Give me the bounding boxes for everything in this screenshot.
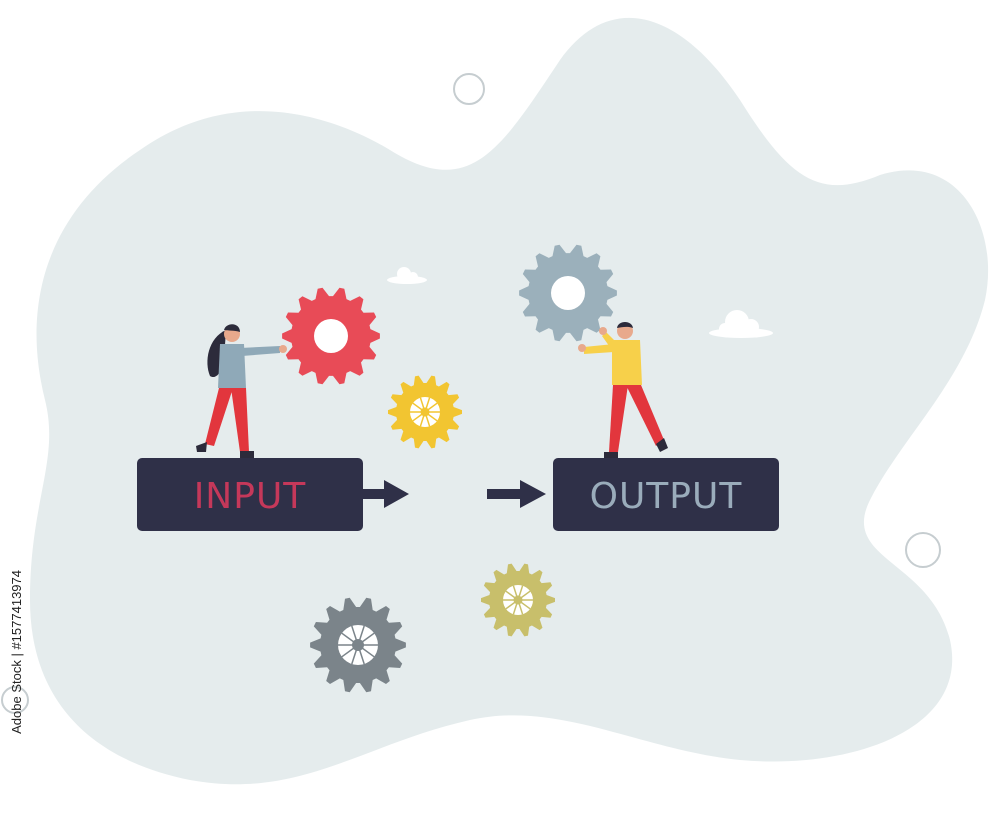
stock-id-label: Adobe Stock | #1577413974	[9, 570, 24, 734]
gear-icon	[519, 244, 617, 342]
input-label: INPUT	[194, 476, 307, 517]
ring-decoration	[905, 532, 941, 568]
blob-background	[30, 17, 989, 785]
gear-icon	[282, 287, 380, 385]
cloud-icon	[709, 310, 773, 338]
cloud-icon	[387, 267, 427, 284]
output-label: OUTPUT	[590, 476, 743, 517]
gear-icon	[481, 563, 555, 637]
person-figure	[578, 322, 668, 458]
person-figure	[196, 324, 287, 458]
input-box: INPUT	[137, 458, 363, 531]
output-box: OUTPUT	[553, 458, 779, 531]
ring-decoration	[453, 73, 485, 105]
gear-icon	[310, 597, 406, 693]
gear-icon	[388, 375, 462, 449]
arrow-right-icon	[487, 480, 546, 508]
arrow-right-icon	[363, 480, 409, 508]
ring-decoration	[1, 686, 29, 714]
